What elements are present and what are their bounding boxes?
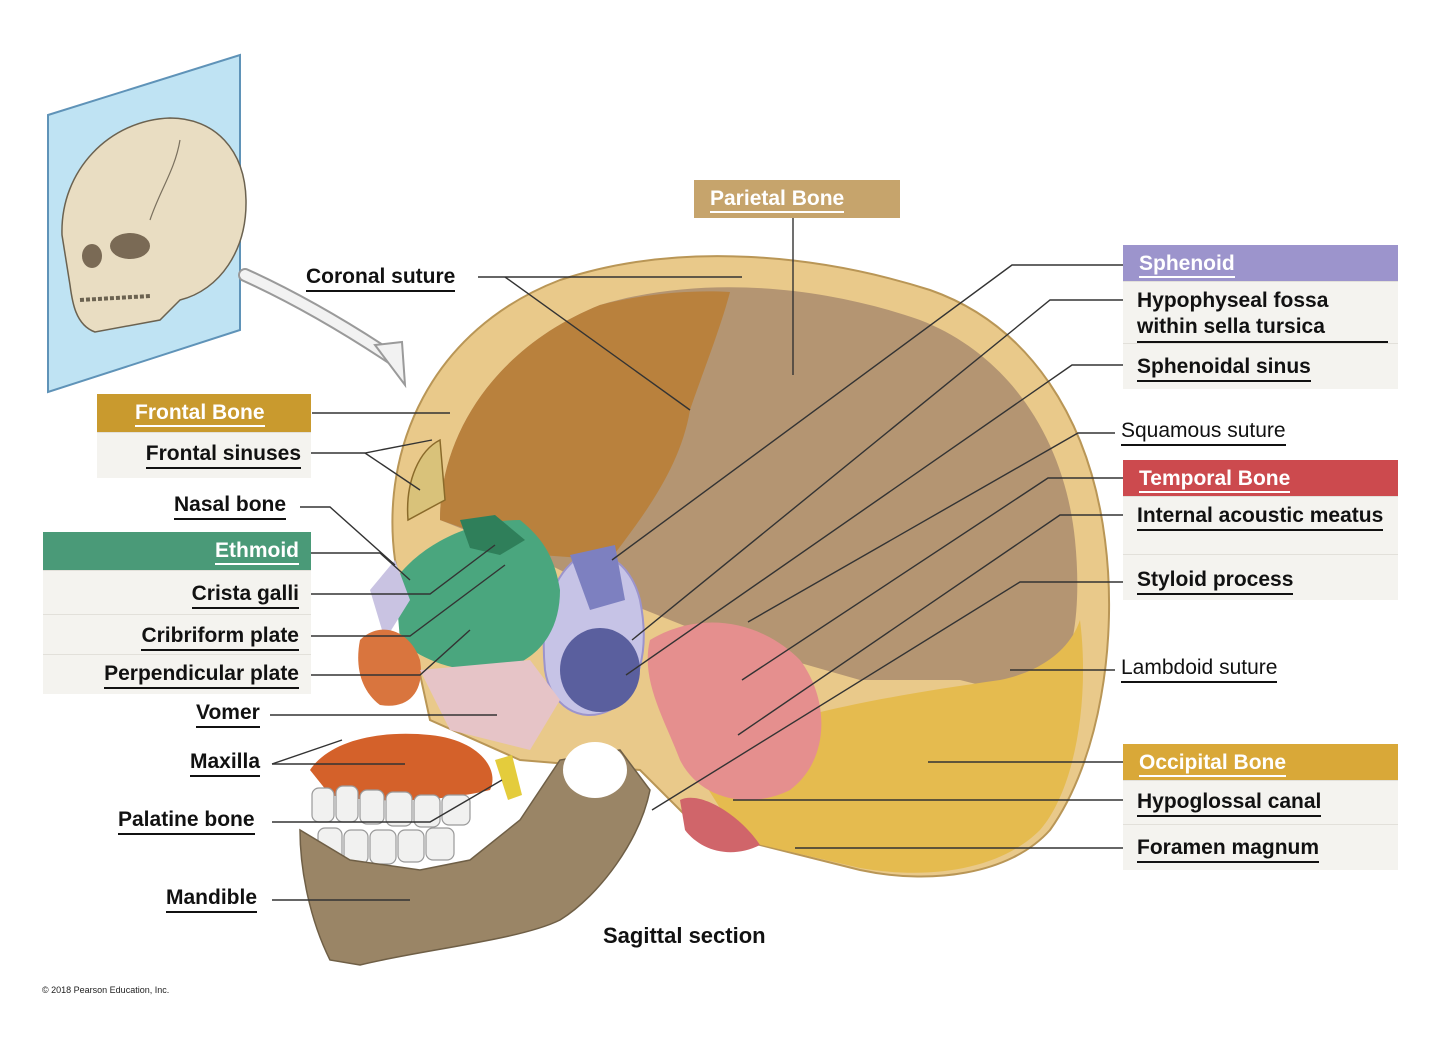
leader-lines — [270, 218, 1125, 901]
hypophyseal-fossa-text: Hypophyseal fossa within sella tursica — [1137, 288, 1388, 343]
label-hypophyseal-fossa: Hypophyseal fossa within sella tursica — [1123, 281, 1398, 343]
label-squamous-suture: Squamous suture — [1121, 420, 1286, 446]
label-sphenoid: Sphenoid — [1123, 245, 1398, 281]
label-ethmoid: Ethmoid — [43, 532, 311, 570]
label-vomer: Vomer — [196, 702, 260, 728]
frontal-bone-text: Frontal Bone — [135, 402, 265, 427]
diagram-title: Sagittal section — [603, 923, 766, 948]
cribriform-plate-text: Cribriform plate — [141, 623, 299, 652]
label-sphenoidal-sinus: Sphenoidal sinus — [1123, 343, 1398, 389]
label-perpendicular-plate: Perpendicular plate — [43, 654, 311, 694]
parietal-bone-text: Parietal Bone — [710, 188, 845, 213]
label-occipital-bone: Occipital Bone — [1123, 744, 1398, 780]
label-nasal-bone: Nasal bone — [174, 494, 287, 520]
inset-skull-plane — [47, 53, 407, 394]
ethmoid-text: Ethmoid — [215, 540, 299, 565]
hypoglossal-canal-text: Hypoglossal canal — [1137, 789, 1322, 818]
label-parietal-bone: Parietal Bone — [694, 180, 900, 218]
label-frontal-sinuses: Frontal sinuses — [97, 432, 311, 478]
label-coronal-suture: Coronal suture — [306, 266, 456, 292]
label-styloid-process: Styloid process — [1123, 554, 1398, 600]
occipital-bone-text: Occipital Bone — [1139, 752, 1287, 777]
sphenoid-text: Sphenoid — [1139, 253, 1235, 278]
label-crista-galli: Crista galli — [43, 570, 311, 614]
skull-illustration — [299, 255, 1111, 966]
copyright-notice: © 2018 Pearson Education, Inc. — [42, 985, 170, 995]
label-hypoglossal-canal: Hypoglossal canal — [1123, 780, 1398, 824]
label-cribriform-plate: Cribriform plate — [43, 614, 311, 654]
foramen-magnum-text: Foramen magnum — [1137, 835, 1320, 864]
temporal-bone-text: Temporal Bone — [1139, 468, 1291, 493]
crista-galli-text: Crista galli — [191, 581, 299, 610]
label-mandible: Mandible — [166, 887, 258, 913]
label-temporal-bone: Temporal Bone — [1123, 460, 1398, 496]
frontal-sinuses-text: Frontal sinuses — [145, 441, 301, 470]
label-palatine-bone: Palatine bone — [118, 809, 255, 835]
label-frontal-bone: Frontal Bone — [97, 394, 311, 432]
label-internal-acoustic-meatus: Internal acoustic meatus — [1123, 496, 1398, 554]
label-foramen-magnum: Foramen magnum — [1123, 824, 1398, 870]
sphenoidal-sinus-text: Sphenoidal sinus — [1137, 354, 1311, 383]
internal-acoustic-meatus-text: Internal acoustic meatus — [1137, 503, 1384, 532]
label-maxilla: Maxilla — [190, 751, 261, 777]
styloid-process-text: Styloid process — [1137, 567, 1294, 596]
label-lambdoid-suture: Lambdoid suture — [1121, 657, 1278, 683]
perpendicular-plate-text: Perpendicular plate — [104, 661, 299, 690]
